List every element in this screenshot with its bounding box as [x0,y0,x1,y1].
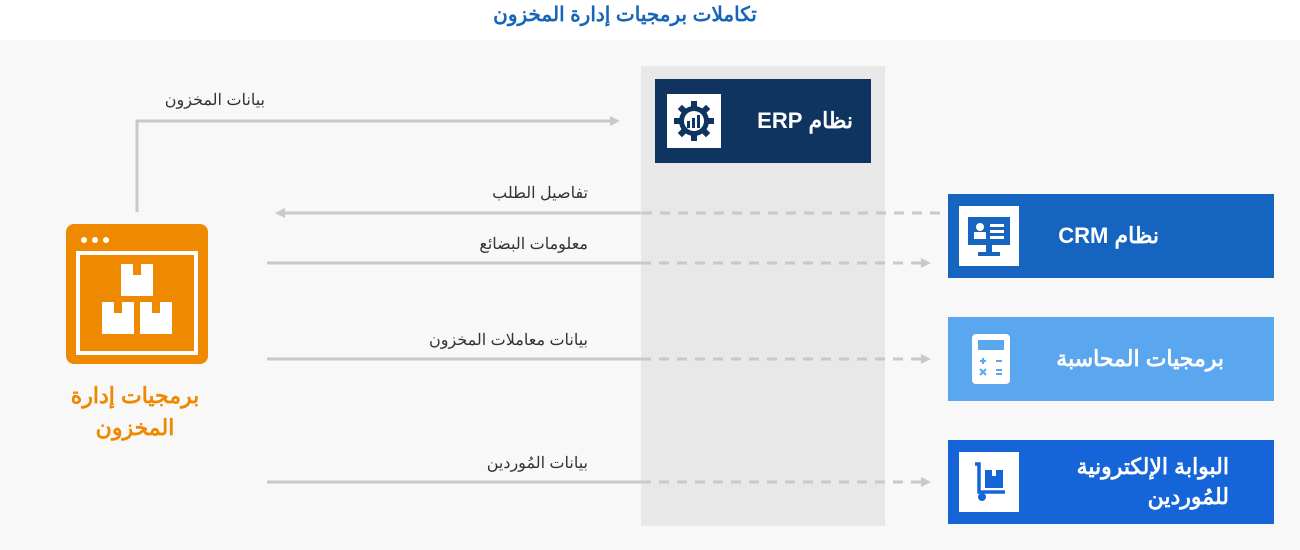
wms-icon [66,224,208,364]
supplier-portal-box: البوابة الإلكترونية للمُوردين [948,440,1274,524]
gear-chart-icon [667,94,721,148]
label-product-info: معلومات البضائع [479,236,588,253]
label-supplier-data: بيانات المُوردين [486,455,588,472]
crm-box: نظام CRM [948,194,1274,278]
inventory-data-arrow [135,116,620,212]
hand-truck-icon [959,452,1019,512]
diagram-title: تكاملات برمجيات إدارة المخزون [493,4,757,26]
erp-box: نظام ERP [655,79,871,163]
calculator-icon [972,334,1010,389]
label-transactions-data: بيانات معاملات المخزون [429,332,588,349]
crm-label: نظام CRM [1058,223,1159,248]
label-inventory-data: بيانات المخزون [164,92,265,109]
label-order-details: تفاصيل الطلب [492,185,588,202]
contact-monitor-icon [959,206,1019,266]
accounting-label: برمجيات المحاسبة [1056,346,1224,371]
supplier-portal-label: البوابة الإلكترونية للمُوردين [1076,454,1229,509]
erp-label: نظام ERP [757,108,853,133]
wms-label: برمجيات إدارة المخزون [70,383,200,440]
accounting-box: برمجيات المحاسبة [948,317,1274,401]
